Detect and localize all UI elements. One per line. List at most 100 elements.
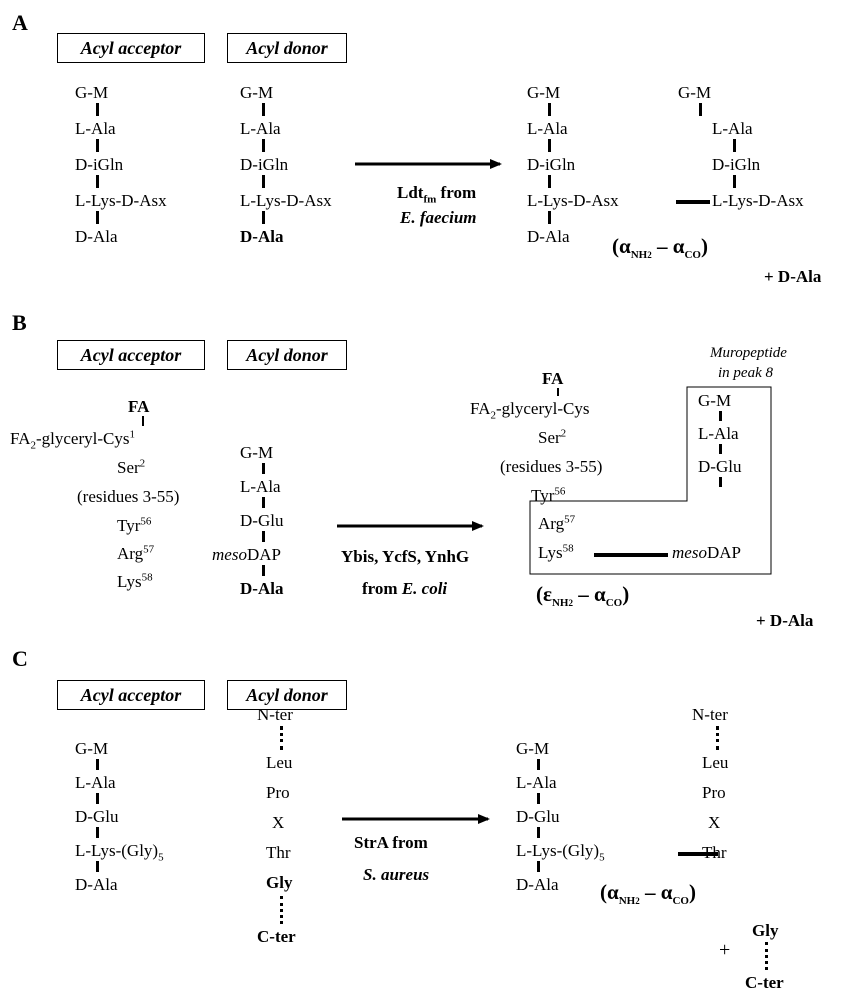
bond	[262, 139, 265, 152]
product-b-fa: FA	[542, 369, 564, 388]
acceptor-b-arg: Arg57	[117, 543, 155, 563]
acceptor-b-ser: Ser2	[117, 457, 146, 477]
release-c-plus: +	[719, 939, 731, 961]
crosslink-bond-b	[594, 553, 668, 557]
acceptor-c-lys: L-Lys-(Gly)5	[75, 841, 164, 864]
donor-c-gly: Gly	[266, 873, 293, 892]
product-b-ser: Ser2	[538, 427, 567, 447]
product-c-dala: D-Ala	[516, 875, 559, 894]
bond	[548, 103, 551, 116]
muropeptide-note-2: in peak 8	[718, 365, 773, 381]
muropeptide-outline	[529, 386, 772, 575]
donor-a-lys: L-Lys-D-Asx	[240, 191, 332, 210]
acyl-acceptor-label-b: Acyl acceptor	[57, 340, 205, 370]
acceptor-c-gm: G-M	[75, 739, 109, 758]
enzyme-a-line1: Ldtfm from	[397, 183, 477, 206]
enzyme-b-line2: from E. coli	[362, 579, 448, 598]
bond	[96, 103, 99, 116]
release-c-gly: Gly	[752, 921, 779, 940]
acceptor-b-residues: (residues 3-55)	[77, 487, 180, 506]
acceptor-a-gm: G-M	[75, 83, 109, 102]
product-c-x: X	[708, 813, 721, 832]
enzyme-a-line2: E. faecium	[400, 208, 477, 227]
bond	[262, 497, 265, 508]
acyl-donor-label-a: Acyl donor	[227, 33, 347, 63]
muropeptide-note-1: Muropeptide	[710, 345, 787, 361]
acceptor-b-lys: Lys58	[117, 571, 153, 591]
donor-c-thr: Thr	[266, 843, 291, 862]
acceptor-a-ala: L-Ala	[75, 119, 116, 138]
donor-b-gm: G-M	[240, 443, 274, 462]
bond	[96, 175, 99, 188]
product-a-right-ala: L-Ala	[712, 119, 753, 138]
acyl-donor-label-c: Acyl donor	[227, 680, 347, 710]
dotted-bond	[716, 726, 719, 750]
acceptor-c-ala: L-Ala	[75, 773, 116, 792]
bond	[262, 211, 265, 224]
acyl-acceptor-label-c: Acyl acceptor	[57, 680, 205, 710]
release-dala-a: + D-Ala	[764, 267, 822, 286]
product-b-donor-glu: D-Glu	[698, 457, 742, 476]
product-a-left-iGln: D-iGln	[527, 155, 576, 174]
bond	[142, 416, 144, 426]
acceptor-a-iGln: D-iGln	[75, 155, 124, 174]
bond	[719, 477, 722, 487]
donor-b-dap: mesoDAP	[212, 545, 281, 564]
bond	[262, 565, 265, 576]
bond	[537, 827, 540, 838]
donor-b-glu: D-Glu	[240, 511, 284, 530]
product-a-left-lys: L-Lys-D-Asx	[527, 191, 619, 210]
product-c-leu: Leu	[702, 753, 729, 772]
bond	[537, 793, 540, 804]
bond	[719, 411, 722, 421]
bond	[548, 139, 551, 152]
product-c-lys: L-Lys-(Gly)5	[516, 841, 605, 864]
linkage-type-a: (αNH2 – αCO)	[612, 234, 708, 262]
bond	[96, 211, 99, 224]
bond	[96, 793, 99, 804]
crosslink-bond-a	[676, 200, 710, 204]
product-a-left-gm: G-M	[527, 83, 561, 102]
bond	[719, 444, 722, 454]
bond	[548, 175, 551, 188]
product-a-right-gm: G-M	[678, 83, 712, 102]
product-c-ala: L-Ala	[516, 773, 557, 792]
bond	[537, 759, 540, 770]
bond	[537, 861, 540, 872]
product-b-tyr: Tyr56	[531, 485, 566, 505]
product-b-donor-ala: L-Ala	[698, 424, 739, 443]
panel-a-letter: A	[12, 10, 28, 35]
bond	[733, 175, 736, 188]
donor-c-x: X	[272, 813, 285, 832]
panel-c-letter: C	[12, 646, 28, 671]
product-b-lys: Lys58	[538, 542, 574, 562]
product-b-cys: FA2-glyceryl-Cys	[470, 399, 590, 422]
dotted-bond	[280, 896, 283, 924]
donor-c-cter: C-ter	[257, 927, 296, 946]
product-a-right-lys: L-Lys-D-Asx	[712, 191, 804, 210]
crosslink-bond-c	[678, 852, 718, 856]
panel-b-letter: B	[12, 310, 27, 335]
acceptor-a-lys: L-Lys-D-Asx	[75, 191, 167, 210]
dotted-bond	[280, 726, 283, 750]
bond	[262, 531, 265, 542]
donor-c-pro: Pro	[266, 783, 290, 802]
bond	[733, 139, 736, 152]
product-b-donor-gm: G-M	[698, 391, 732, 410]
release-dala-b: + D-Ala	[756, 611, 814, 630]
donor-a-ala: L-Ala	[240, 119, 281, 138]
product-a-right-iGln: D-iGln	[712, 155, 761, 174]
product-c-thr: Thr	[702, 843, 727, 862]
product-c-nter: N-ter	[692, 705, 728, 724]
linkage-type-c: (αNH2 – αCO)	[600, 880, 696, 908]
product-a-left-dala: D-Ala	[527, 227, 570, 246]
bond	[548, 211, 551, 224]
dotted-bond	[765, 942, 768, 970]
release-c-cter: C-ter	[745, 973, 784, 992]
donor-a-gm: G-M	[240, 83, 274, 102]
enzyme-c-line1: StrA from	[354, 833, 428, 852]
product-c-glu: D-Glu	[516, 807, 560, 826]
product-b-arg: Arg57	[538, 513, 576, 533]
acyl-acceptor-label-a: Acyl acceptor	[57, 33, 205, 63]
